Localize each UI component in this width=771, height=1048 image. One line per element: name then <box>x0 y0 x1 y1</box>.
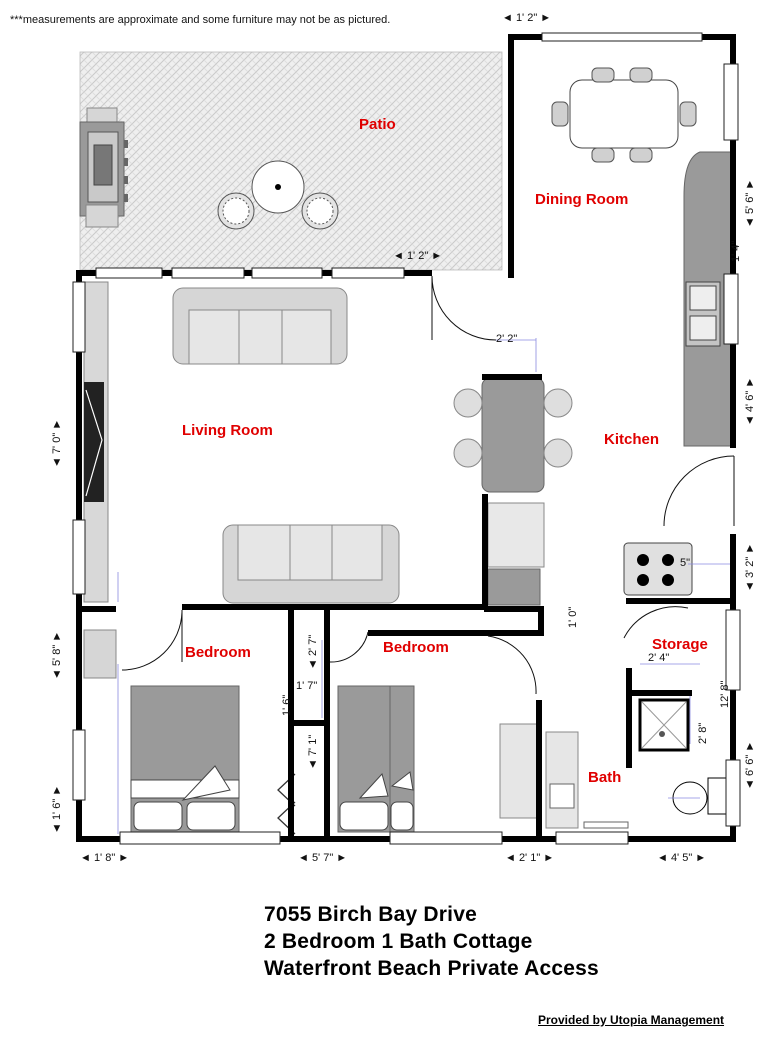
dining-table <box>551 67 697 163</box>
address-line-3: Waterfront Beach Private Access <box>264 957 599 980</box>
dim-7-0: ◄ 7' 0" ► <box>51 419 63 468</box>
bed-twin-2 <box>389 685 415 833</box>
dim-4-5: ◄ 4' 5" ► <box>657 852 706 864</box>
room-bath-label: Bath <box>588 769 621 786</box>
room-labels: Patio Dining Room Living Room Kitchen Be… <box>182 116 708 786</box>
bed-twin-1 <box>337 685 391 833</box>
dim-1-6: ◄ 1' 6" ► <box>51 785 63 834</box>
patio-table <box>217 160 339 230</box>
washer-dryer <box>487 502 545 606</box>
door-swings <box>121 275 735 695</box>
sofa-bottom <box>222 524 400 604</box>
bed-queen <box>130 685 240 833</box>
disclaimer-note: ***measurements are approximate and some… <box>10 14 391 26</box>
room-kitchen-label: Kitchen <box>604 431 659 448</box>
dim-7-1: ◄ 7' 1" <box>307 735 319 770</box>
dim-1-7: 1' 7" <box>296 680 317 692</box>
patio-grill <box>79 107 128 228</box>
dim-4-6: ◄ 4' 6" ► <box>744 377 756 426</box>
stove <box>623 542 693 596</box>
dim-patio: ◄ 1' 2" ► <box>393 250 442 262</box>
credit-link[interactable]: Provided by Utopia Management <box>538 1013 725 1027</box>
dim-12-8: 12' 8" <box>719 680 731 708</box>
dim-5-6: ◄ 5' 6" ► <box>744 179 756 228</box>
dim-2-7: ◄ 2' 7" <box>307 635 319 670</box>
room-patio-label: Patio <box>359 116 396 133</box>
room-storage-label: Storage <box>652 636 708 653</box>
dim-1-6-small: 1' 6" <box>281 695 293 716</box>
address-line-1: 7055 Birch Bay Drive <box>264 903 477 926</box>
dim-2-8: 2' 8" <box>697 723 709 744</box>
dim-2-2: 2' 2" <box>496 333 517 345</box>
dim-5-7: ◄ 5' 7" ► <box>298 852 347 864</box>
kitchen-counter <box>683 151 736 447</box>
sofa-top <box>172 287 348 365</box>
room-dining-label: Dining Room <box>535 191 628 208</box>
room-living-label: Living Room <box>182 422 273 439</box>
dim-6-6: ◄ 6' 6" ► <box>744 741 756 790</box>
dim-3-2: ◄ 3' 2" ► <box>744 543 756 592</box>
address-line-2: 2 Bedroom 1 Bath Cottage <box>264 930 533 953</box>
room-bedroom1-label: Bedroom <box>185 644 251 661</box>
nightstand <box>83 629 117 679</box>
room-bedroom2-label: Bedroom <box>383 639 449 656</box>
dim-1-0: 1' 0" <box>567 607 579 628</box>
dimension-labels: ◄ 1' 2" ► ◄ 1' 2" ► 2' 2" 5" 2' 4" 1' 7"… <box>51 12 756 864</box>
dim-5-small: 5" <box>680 557 690 569</box>
dim-5-8: ◄ 5' 8" ► <box>51 631 63 680</box>
dim-1-4: 1' 4" <box>730 241 742 262</box>
dim-top: ◄ 1' 2" ► <box>502 12 551 24</box>
fireplace <box>83 281 109 603</box>
living-table <box>453 377 573 493</box>
patio-area <box>79 51 503 271</box>
bath-fixtures <box>499 698 727 829</box>
windows <box>72 32 741 845</box>
dim-2-1: ◄ 2' 1" ► <box>505 852 554 864</box>
guide-lines <box>117 338 730 834</box>
dim-2-4: 2' 4" <box>648 652 669 664</box>
dim-1-8: ◄ 1' 8" ► <box>80 852 129 864</box>
